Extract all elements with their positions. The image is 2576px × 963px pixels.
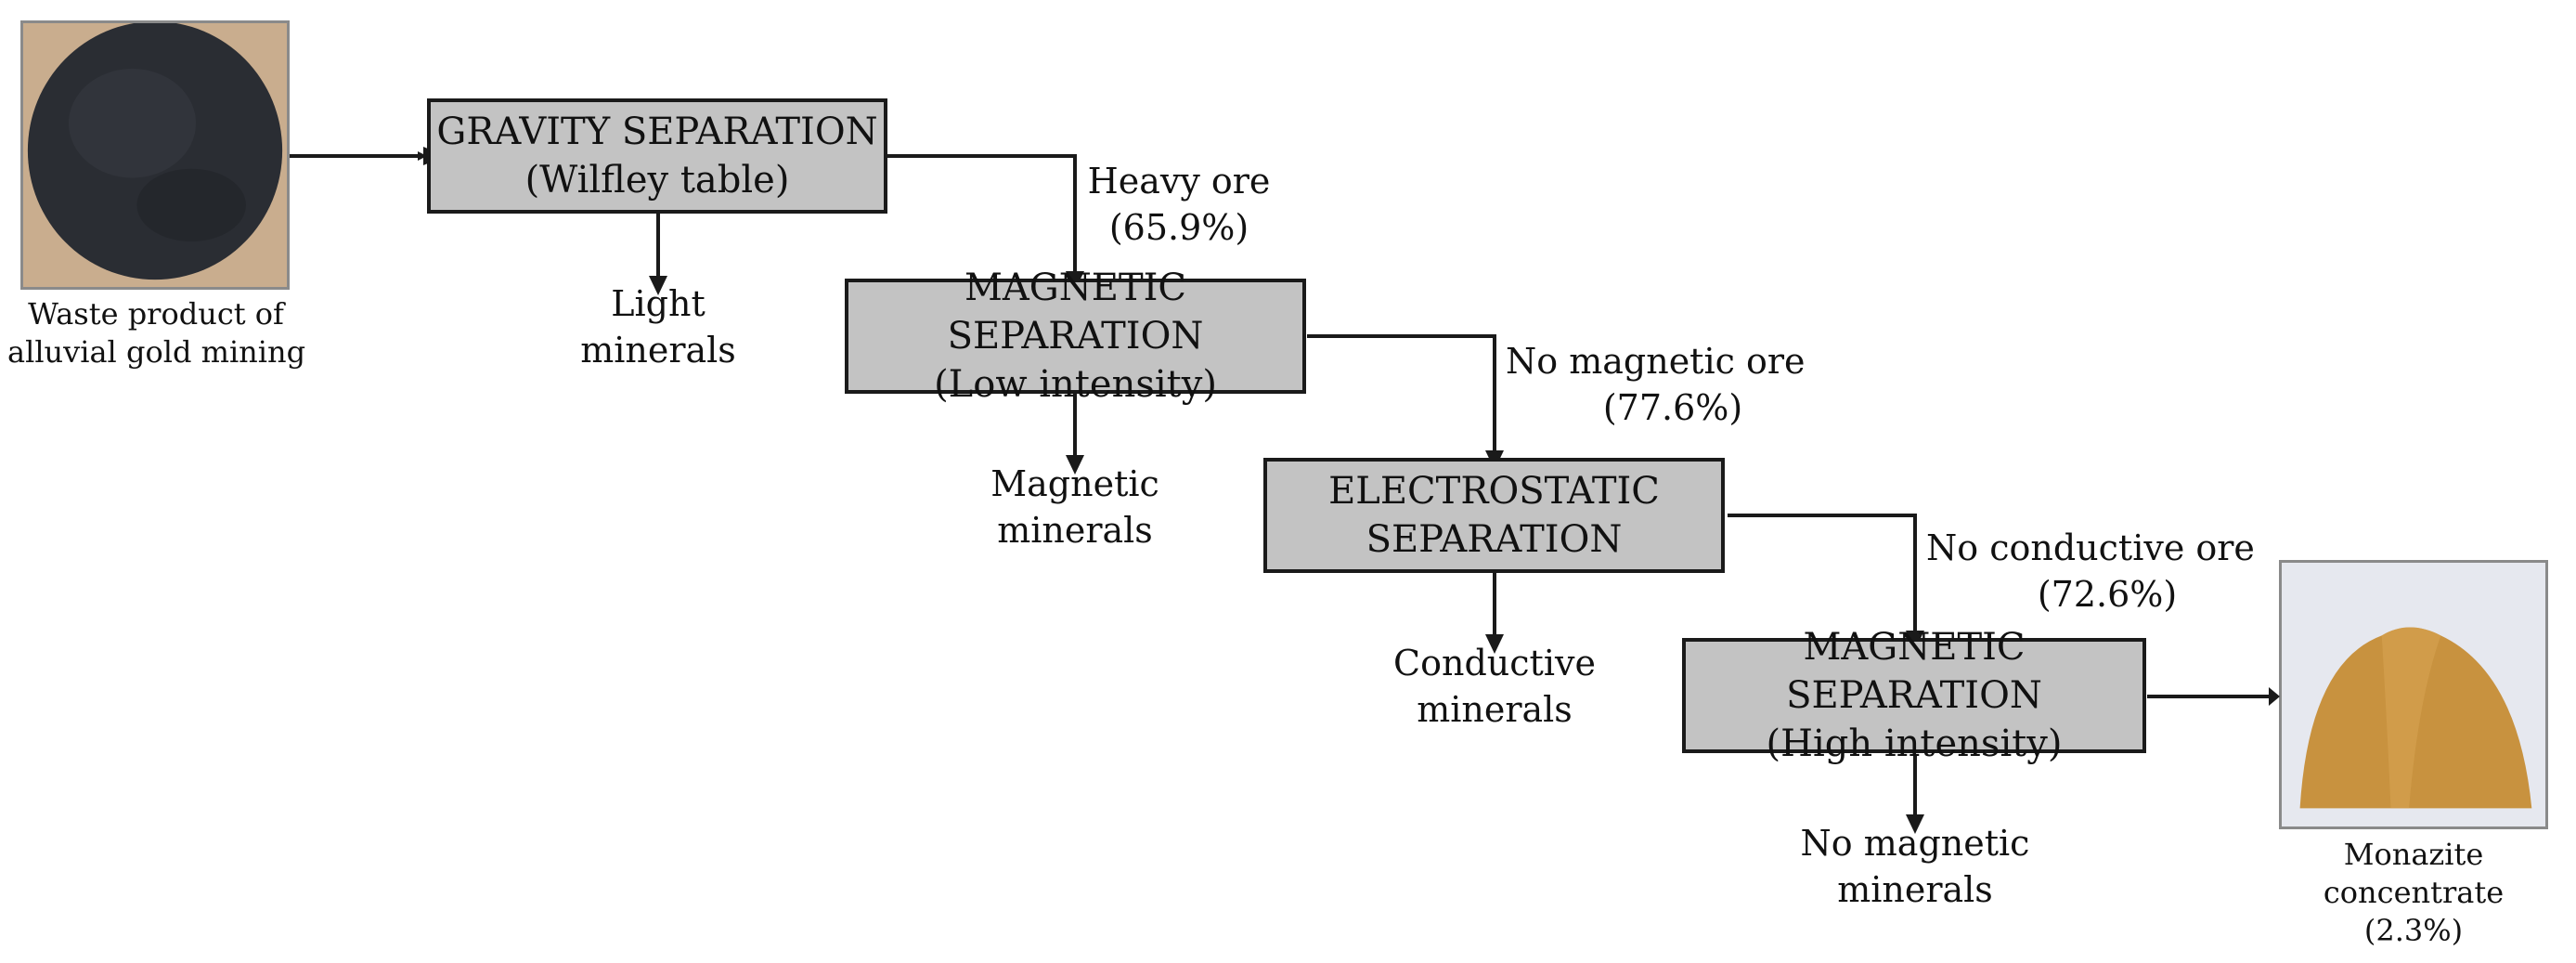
magnetic-high-box: MAGNETIC SEPARATION (High intensity) [1682,626,2146,765]
product-caption-line-2: concentrate [2323,875,2505,910]
no-magnetic-ore-label: No magnetic ore (77.6%) [1506,338,1806,431]
heavy-ore-label: Heavy ore (65.9%) [1086,158,1272,251]
black-sand-image [23,23,287,287]
conductive-minerals-line-1: Conductive [1393,643,1596,683]
no-conductive-ore-line-1: No conductive ore [1926,527,2255,568]
feed-caption-line-2: alluvial gold mining [7,334,306,370]
no-magnetic-ore-line-2: (77.6%) [1602,387,1743,428]
light-minerals-line-2: minerals [580,330,736,371]
heavy-ore-line-2: (65.9%) [1108,207,1249,248]
no-magnetic-ore-line-1: No magnetic ore [1506,341,1806,382]
light-minerals-line-1: Light [611,283,705,324]
electrostatic-box-title: ELECTROSTATIC [1328,470,1660,513]
light-minerals-label: Light minerals [537,280,779,373]
monazite-sand-image [2282,563,2545,826]
product-caption-line-1: Monazite [2343,837,2484,872]
no-magnetic-minerals-line-1: No magnetic [1800,823,2030,864]
feed-caption-line-1: Waste product of [28,296,284,332]
magnetic-high-box-title: MAGNETIC SEPARATION [1786,626,2042,717]
magnetic-minerals-line-2: minerals [997,510,1153,551]
no-conductive-ore-line-2: (72.6%) [2037,574,2178,615]
product-caption: Monazite concentrate (2.3%) [2265,836,2562,950]
magnetic-low-box: MAGNETIC SEPARATION (Low intensity) [845,267,1306,406]
no-magnetic-minerals-line-2: minerals [1837,869,1993,910]
no-magnetic-minerals-label: No magnetic minerals [1780,820,2050,913]
no-conductive-ore-label: No conductive ore (72.6%) [1926,525,2255,618]
magnetic-low-box-subtitle: (Low intensity) [934,363,1217,406]
magnetic-minerals-label: Magnetic minerals [954,461,1196,553]
electrostatic-box-subtitle: SEPARATION [1366,518,1623,561]
heavy-ore-line-1: Heavy ore [1087,161,1271,202]
gravity-box-title: GRAVITY SEPARATION [436,111,878,153]
conductive-minerals-line-2: minerals [1417,689,1573,730]
gravity-box-subtitle: (Wilfley table) [524,159,790,202]
magnetic-minerals-line-1: Magnetic [990,463,1159,504]
monazite-photo [2279,560,2548,829]
feed-caption: Waste product of alluvial gold mining [7,295,306,371]
conductive-minerals-label: Conductive minerals [1374,640,1615,733]
magnetic-low-box-title: MAGNETIC SEPARATION [947,267,1204,358]
feed-sample-photo [20,20,290,290]
product-caption-line-3: (2.3%) [2363,913,2464,948]
electrostatic-box: ELECTROSTATIC SEPARATION [1263,458,1725,573]
magnetic-high-box-subtitle: (High intensity) [1766,722,2063,765]
gravity-separation-box: GRAVITY SEPARATION (Wilfley table) [427,98,887,214]
